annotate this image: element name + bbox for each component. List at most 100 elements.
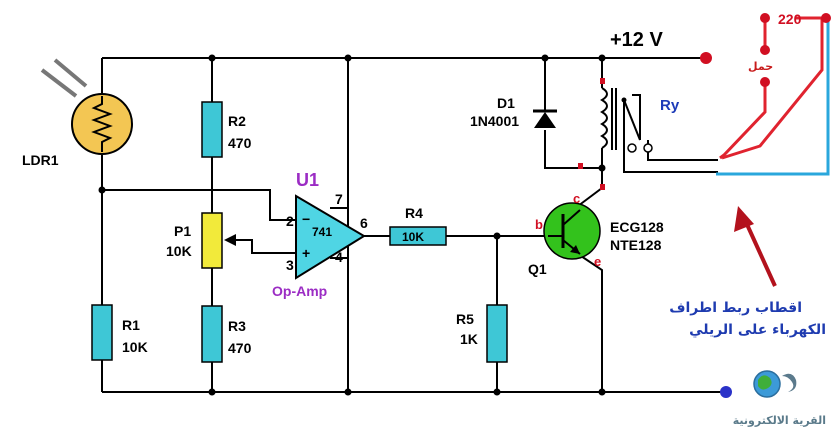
wire: [577, 253, 603, 392]
relay-contact: [632, 94, 641, 140]
junction-dot: [598, 388, 606, 396]
relay-com-wire: [623, 100, 718, 173]
supply-label: +12 V: [610, 29, 663, 51]
relay-label: Ry: [660, 97, 680, 114]
u1-type: Op-Amp: [272, 283, 327, 299]
junction-dot: [598, 54, 606, 62]
ldr1: LDR1: [22, 58, 133, 168]
wire: [102, 189, 296, 221]
u1-opamp: U1 741 − + 2 3 4 6 7 Op-Amp: [272, 170, 368, 299]
r5-body: [486, 304, 508, 363]
transistor-collector: [562, 209, 581, 226]
ldr-zigzag: [91, 96, 113, 152]
supply-terminal[interactable]: [700, 52, 712, 64]
note-arrow-head: [734, 206, 754, 232]
ground-terminal[interactable]: [720, 386, 732, 398]
r4-body: [389, 226, 447, 246]
junction-dot: [98, 186, 106, 194]
r4: 10K R4: [389, 205, 447, 246]
load-terminal[interactable]: [760, 77, 770, 87]
mains-wire: [721, 16, 824, 160]
p1-name: P1: [174, 223, 191, 239]
u1-chip: 741: [312, 225, 332, 239]
q1-name: Q1: [528, 261, 547, 277]
mains-terminal[interactable]: [760, 13, 770, 23]
u1-name: U1: [296, 170, 319, 190]
opamp-plus: +: [302, 245, 310, 261]
junction-dot: [493, 232, 501, 240]
globe-land: [758, 375, 772, 390]
relay-marker: [578, 163, 583, 169]
pin3-label: 3: [286, 257, 294, 273]
junction-dot: [493, 388, 501, 396]
r1-body: [91, 304, 113, 361]
junction-dot: [541, 54, 549, 62]
r3-body: [201, 305, 223, 363]
pin4-label: 4: [335, 249, 343, 265]
wire: [544, 130, 602, 169]
q1-collector-label: c: [573, 191, 580, 206]
d1-name: D1: [497, 95, 515, 111]
logo-mark: [782, 373, 797, 392]
ldr-label: LDR1: [22, 152, 59, 168]
relay-pivot: [621, 97, 627, 103]
r1-name: R1: [122, 317, 140, 333]
q1-base-label: b: [535, 217, 543, 232]
r1-value: 10K: [122, 339, 148, 355]
relay-contact-terminal: [627, 143, 637, 153]
p1-wiper: [224, 234, 236, 246]
p1-body: [201, 212, 223, 269]
wire: [577, 168, 603, 207]
load-terminal[interactable]: [760, 45, 770, 55]
diode-triangle: [534, 112, 556, 128]
junction-dot: [598, 164, 606, 172]
wire: [234, 239, 296, 254]
relay-contact-terminal: [643, 143, 653, 153]
r2-name: R2: [228, 113, 246, 129]
mains-label: 220: [778, 11, 802, 27]
q1-part1: ECG128: [610, 219, 664, 235]
q1-transistor: b c e Q1 ECG128 NTE128: [528, 191, 664, 277]
light-ray: [53, 58, 88, 88]
junction-dot: [344, 54, 352, 62]
pin6-label: 6: [360, 215, 368, 231]
relay-coil: [600, 87, 608, 149]
r3-value: 470: [228, 340, 252, 356]
opamp-minus: −: [302, 211, 310, 227]
neutral-wire: [716, 18, 830, 176]
r2-body: [201, 101, 223, 158]
junction-dot: [208, 54, 216, 62]
logo-text: القرية الالكترونية: [733, 414, 826, 427]
note-line-1: اقطاب ربط اطراف: [669, 300, 802, 316]
d1-part: 1N4001: [470, 113, 519, 129]
q1-emitter-label: e: [594, 254, 601, 269]
r4-name: R4: [405, 205, 423, 221]
pin2-label: 2: [286, 213, 294, 229]
junction-dot: [344, 388, 352, 396]
mains-terminal[interactable]: [821, 13, 831, 23]
q1-part2: NTE128: [610, 237, 662, 253]
mains-wiring: 220 حمل: [716, 11, 831, 176]
r5-name: R5: [456, 311, 474, 327]
note-line-2: الكهرباء على الريلي: [689, 322, 826, 338]
relay: Ry: [578, 78, 680, 190]
r2: R2 470: [201, 101, 252, 158]
opamp-body: [295, 194, 366, 280]
r1: R1 10K: [91, 304, 148, 361]
pin7-label: 7: [335, 191, 343, 207]
p1: P1 10K: [166, 212, 236, 269]
r5-value: 1K: [460, 331, 478, 347]
r4-value: 10K: [402, 230, 424, 244]
note-annotation: اقطاب ربط اطراف الكهرباء على الريلي: [669, 206, 826, 338]
transistor-body: [543, 202, 601, 260]
p1-value: 10K: [166, 243, 192, 259]
r3: R3 470: [201, 305, 252, 363]
r5: R5 1K: [456, 304, 508, 363]
r2-value: 470: [228, 135, 252, 151]
junction-dot: [208, 388, 216, 396]
junctions: [98, 54, 606, 396]
load-label: حمل: [748, 60, 773, 73]
relay-armature: [623, 99, 641, 141]
site-logo: القرية الالكترونية: [733, 370, 826, 427]
